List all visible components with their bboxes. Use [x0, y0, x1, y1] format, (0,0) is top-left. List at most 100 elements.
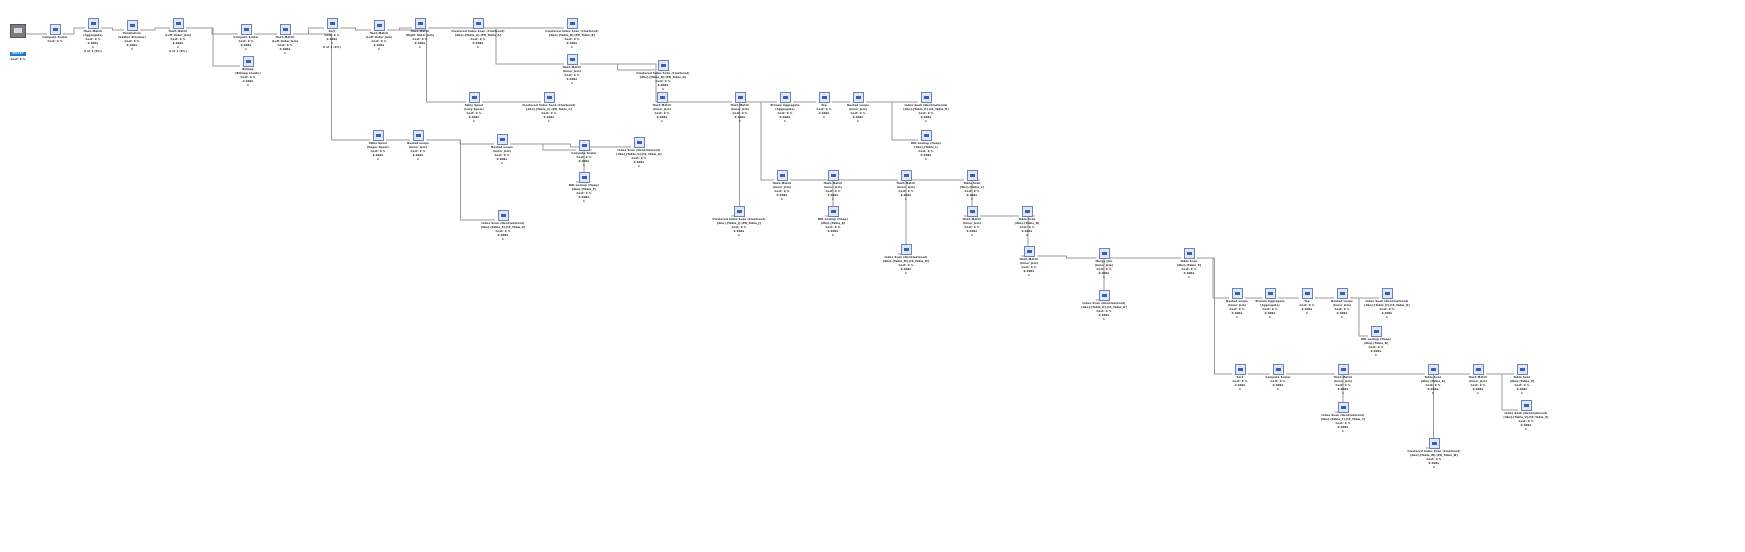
plan-operator-node[interactable]: Index Seek (NonClustered)[dbo].[Table_Q]… [1332, 288, 1442, 320]
operator-detail: 1 [1341, 315, 1343, 319]
operator-detail: 1 [1477, 391, 1479, 395]
plan-edge-arrow [63, 27, 85, 35]
operator-detail: 0.000s [920, 153, 932, 157]
operator-detail: Cost: 0 % [1379, 307, 1395, 311]
hash-match-icon [656, 92, 668, 103]
plan-operator-node[interactable]: Hash Match(Left Outer Join)Cost: 0 %0.00… [123, 18, 233, 53]
plan-operator-node[interactable]: Clustered Index Scan (Clustered)[dbo].[T… [423, 18, 533, 50]
operator-detail: 1 [548, 119, 550, 123]
plan-operator-node[interactable]: Table Scan[dbo].[Table_L]Cost: 0 %0.000s… [917, 170, 1027, 202]
plan-operator-node[interactable]: Index Seek (NonClustered)[dbo].[Table_T]… [1288, 402, 1398, 434]
plan-operator-node[interactable]: Index Seek (NonClustered)[dbo].[Table_H]… [871, 92, 981, 124]
plan-operator-node[interactable]: Parallelism(Gather Streams)Cost: 0 %0.00… [77, 20, 187, 52]
plan-operator-node[interactable]: Table Scan[dbo].[Table_P]Cost: 0 %0.000s… [1134, 248, 1244, 280]
hash-match-icon [827, 170, 839, 181]
plan-operator-node[interactable]: RID Lookup (Heap)[dbo].[Table_R]Cost: 0 … [1321, 326, 1431, 358]
plan-operator-node[interactable]: Index Scan (NonClustered)[dbo].[Table_G]… [584, 137, 694, 169]
operator-detail: 0.000s [1427, 387, 1439, 391]
operator-detail: [dbo].[Table_F] [571, 187, 597, 191]
operator-detail: 1 [1521, 391, 1523, 395]
plan-operator-node[interactable]: Stream Aggregate(Aggregate)Cost: 0 %0.00… [1215, 288, 1325, 320]
operator-detail: 0.000s [633, 160, 645, 164]
plan-operator-node[interactable]: Clustered Index Scan (Clustered)[dbo].[T… [1379, 438, 1489, 470]
operator-detail: (Inner Join) [823, 185, 843, 189]
operator-detail: (Left Outer Join) [271, 39, 299, 43]
operator-detail: 0.000s [578, 195, 590, 199]
plan-operator-node[interactable]: RID Lookup (Heap)[dbo].[Table_I]Cost: 0 … [871, 130, 981, 162]
operator-name: Sort [328, 30, 336, 33]
compute-scalar-icon [49, 24, 61, 35]
plan-operator-node[interactable]: Clustered Index Seek (Clustered)[dbo].[T… [494, 92, 604, 124]
plan-operator-node[interactable]: Stream Aggregate(Aggregate)Cost: 0 %0.00… [730, 92, 840, 124]
plan-operator-node[interactable]: Table Scan[dbo].[Table_S]Cost: 0 %0.000s… [1378, 364, 1488, 396]
operator-name: SELECT [10, 52, 26, 56]
operator-detail: Cost: 0 % [1262, 307, 1278, 311]
plan-operator-node[interactable]: RID Lookup (Heap)[dbo].[Table_K]Cost: 0 … [778, 206, 888, 238]
operator-detail: Cost: 0 % [1335, 421, 1351, 425]
plan-operator-node[interactable]: Clustered Index Scan (Clustered)[dbo].[T… [684, 206, 794, 238]
operator-detail: Cost: 0 % [240, 75, 256, 79]
operator-detail: 1 [905, 271, 907, 275]
operator-detail: 0.000s [242, 79, 254, 83]
operator-detail: 0.000s [326, 37, 338, 41]
index-scan-icon [900, 244, 912, 255]
plan-operator-node[interactable]: Table Scan[dbo].[Table_U]Cost: 0 %0.000s… [1467, 364, 1577, 396]
operator-detail: 1 [131, 47, 133, 51]
operator-name: Clustered Index Seek (Clustered) [522, 104, 576, 107]
nested-loops-icon [1336, 288, 1348, 299]
plan-operator-node[interactable]: Table Scan[dbo].[Table_N]Cost: 0 %0.000s… [972, 206, 1082, 238]
operator-name: Index Seek (NonClustered) [904, 104, 948, 107]
plan-operator-node[interactable]: Hash Match(Right Outer Join)Cost: 0 %0.0… [365, 18, 475, 50]
plan-operator-node[interactable]: Hash Match(Left Outer Join)Cost: 0 %0.00… [324, 20, 434, 52]
operator-detail: 0.000s [1301, 307, 1313, 311]
plan-operator-node[interactable]: Index Scan (NonClustered)[dbo].[Table_M]… [851, 244, 961, 276]
operator-name: RID Lookup (Heap) [910, 142, 942, 145]
plan-operator-node[interactable]: Clustered Index Scan (Clustered)[dbo].[T… [517, 18, 627, 50]
plan-operator-node[interactable]: Hash Match(Left Outer Join)Cost: 0 %0.00… [230, 24, 340, 56]
operator-detail: 0.000s [656, 115, 668, 119]
index-seek-icon [543, 92, 555, 103]
operator-detail: Cost: 0 % [412, 37, 428, 41]
plan-operator-node[interactable]: Index Scan (NonClustered)[dbo].[Table_E]… [448, 210, 558, 242]
plan-operator-node[interactable]: Clustered Index Scan (Clustered)[dbo].[T… [608, 60, 718, 92]
operator-detail: [dbo].[Table_B].[PK_Table_B] [549, 33, 595, 37]
plan-operator-node[interactable]: RID Lookup (Heap)[dbo].[Table_F]Cost: 0 … [529, 172, 639, 204]
operator-detail: Cost: 0 % [1335, 383, 1351, 387]
operator-detail: Cost: 0 % [1019, 225, 1035, 229]
operator-detail: 0.000s [373, 43, 385, 47]
plan-operator-node[interactable]: Index Seek (NonClustered)[dbo].[Table_V]… [1471, 400, 1581, 432]
stream-aggregate-icon [1264, 288, 1276, 299]
operator-detail: (Inner Join) [1332, 303, 1352, 307]
plan-operator-node[interactable]: Index Scan (NonClustered)[dbo].[Table_O]… [1049, 290, 1159, 322]
